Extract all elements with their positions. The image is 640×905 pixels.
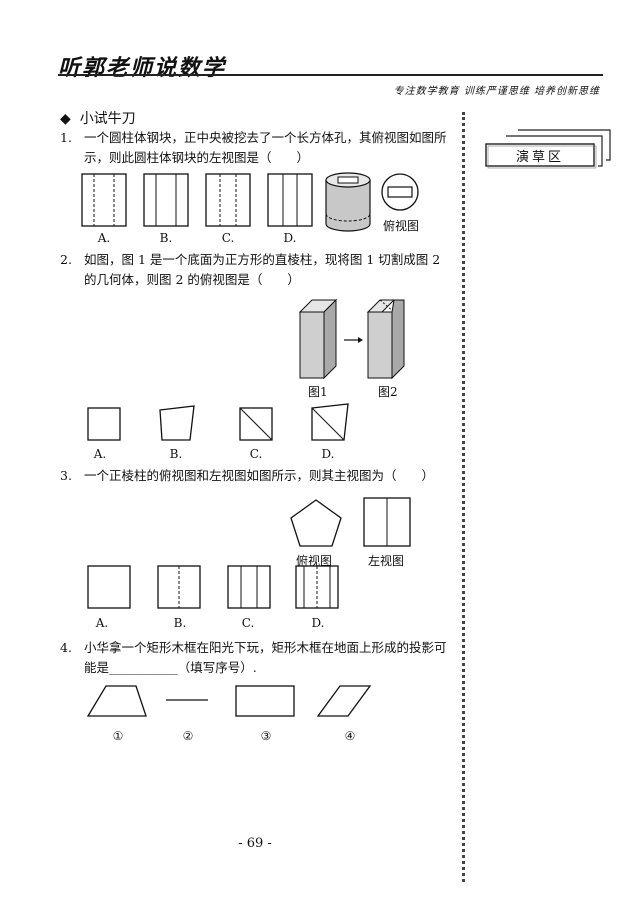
q2-figure-1: [298, 298, 338, 380]
q4-options: [86, 685, 372, 717]
q4-option-3-figure: [235, 685, 295, 717]
draft-area-banner: [485, 129, 611, 169]
section-title-text: 小试牛刀: [79, 111, 136, 127]
question-3: 3. 一个正棱柱的俯视图和左视图如图所示，则其主视图为（ ）: [60, 466, 455, 486]
q2-option-d-label: D.: [321, 447, 335, 461]
section-title: ◆ 小试牛刀: [60, 108, 136, 128]
page-number: - 69 -: [238, 836, 272, 851]
q3-option-d-figure: [295, 565, 339, 609]
q3-option-a-label: A.: [95, 616, 109, 630]
q4-option-1-figure: [86, 685, 147, 717]
arrow-right-icon: [344, 337, 363, 343]
question-text: 小华拿一个矩形木框在阳光下玩，矩形木框在地面上形成的投影可能是_________…: [84, 640, 447, 675]
q3-options: [87, 565, 339, 609]
q2-options: [87, 403, 349, 441]
q3-left-view-caption: 左视图: [368, 554, 405, 568]
question-text: 如图，图 1 是一个底面为正方形的直棱柱，现将图 1 切割成图 2 的几何体，则…: [84, 252, 441, 287]
q3-option-c-label: C.: [241, 616, 255, 630]
q1-option-b-figure: [143, 173, 189, 227]
q1-option-c-label: C.: [221, 231, 235, 245]
q4-option-3-label: ③: [260, 729, 272, 743]
q4-option-2-label: ②: [182, 729, 194, 743]
question-text: 一个圆柱体钢块，正中央被挖去了一个长方体孔，其俯视图如图所示，则此圆柱体钢块的左…: [84, 130, 447, 165]
question-number: 4.: [60, 640, 72, 655]
q3-option-a-figure: [87, 565, 131, 609]
q2-figure-2-caption: 图2: [378, 385, 398, 399]
q3-left-view: [363, 497, 411, 547]
q2-option-d-figure: [311, 403, 349, 441]
question-2: 2. 如图，图 1 是一个底面为正方形的直棱柱，现将图 1 切割成图 2 的几何…: [60, 250, 455, 290]
question-4: 4. 小华拿一个矩形木框在阳光下玩，矩形木框在地面上形成的投影可能是______…: [60, 638, 455, 678]
q1-option-c-figure: [205, 173, 251, 227]
q1-cylinder-3d: [325, 172, 371, 232]
brand-title: 听郭老师说数学: [58, 56, 227, 81]
q3-top-view-caption: 俯视图: [296, 554, 333, 568]
q3-views: [290, 497, 411, 547]
q1-top-view-caption: 俯视图: [383, 219, 420, 233]
q3-option-c-figure: [227, 565, 271, 609]
q2-figure-2: [366, 299, 406, 380]
diamond-bullet-icon: ◆: [60, 111, 71, 127]
q3-option-b-figure: [157, 565, 201, 609]
q2-option-c-label: C.: [249, 447, 263, 461]
header-slogan: 专注数学教育 训练严谨思维 培养创新思维: [393, 86, 600, 97]
q4-option-1-label: ①: [112, 729, 124, 743]
question-number: 2.: [60, 252, 72, 267]
vertical-divider: [462, 112, 465, 882]
q1-option-a-label: A.: [97, 231, 111, 245]
q2-option-c-figure: [239, 407, 273, 441]
q2-prism-figures: [298, 298, 406, 380]
header-divider: [58, 74, 603, 76]
question-1: 1. 一个圆柱体钢块，正中央被挖去了一个长方体孔，其俯视图如图所示，则此圆柱体钢…: [60, 128, 455, 168]
q4-option-4-label: ④: [344, 729, 356, 743]
question-text: 一个正棱柱的俯视图和左视图如图所示，则其主视图为（ ）: [84, 468, 435, 483]
draft-area-label: 演草区: [515, 150, 564, 165]
q2-option-a-label: A.: [93, 447, 107, 461]
question-number: 3.: [60, 468, 72, 483]
q1-option-d-label: D.: [283, 231, 297, 245]
q1-top-view: [381, 173, 419, 211]
q1-option-b-label: B.: [159, 231, 173, 245]
q1-figures: [81, 172, 419, 232]
q4-option-4-figure: [316, 685, 372, 717]
q2-figure-1-caption: 图1: [308, 385, 328, 399]
q3-option-b-label: B.: [173, 616, 187, 630]
question-number: 1.: [60, 130, 72, 145]
q3-option-d-label: D.: [311, 616, 325, 630]
q1-option-a-figure: [81, 173, 127, 227]
q1-option-d-figure: [267, 173, 313, 227]
q2-option-a-figure: [87, 407, 121, 441]
q2-option-b-figure: [159, 405, 195, 441]
q2-option-b-label: B.: [169, 447, 183, 461]
q3-top-view-pentagon: [290, 499, 342, 547]
